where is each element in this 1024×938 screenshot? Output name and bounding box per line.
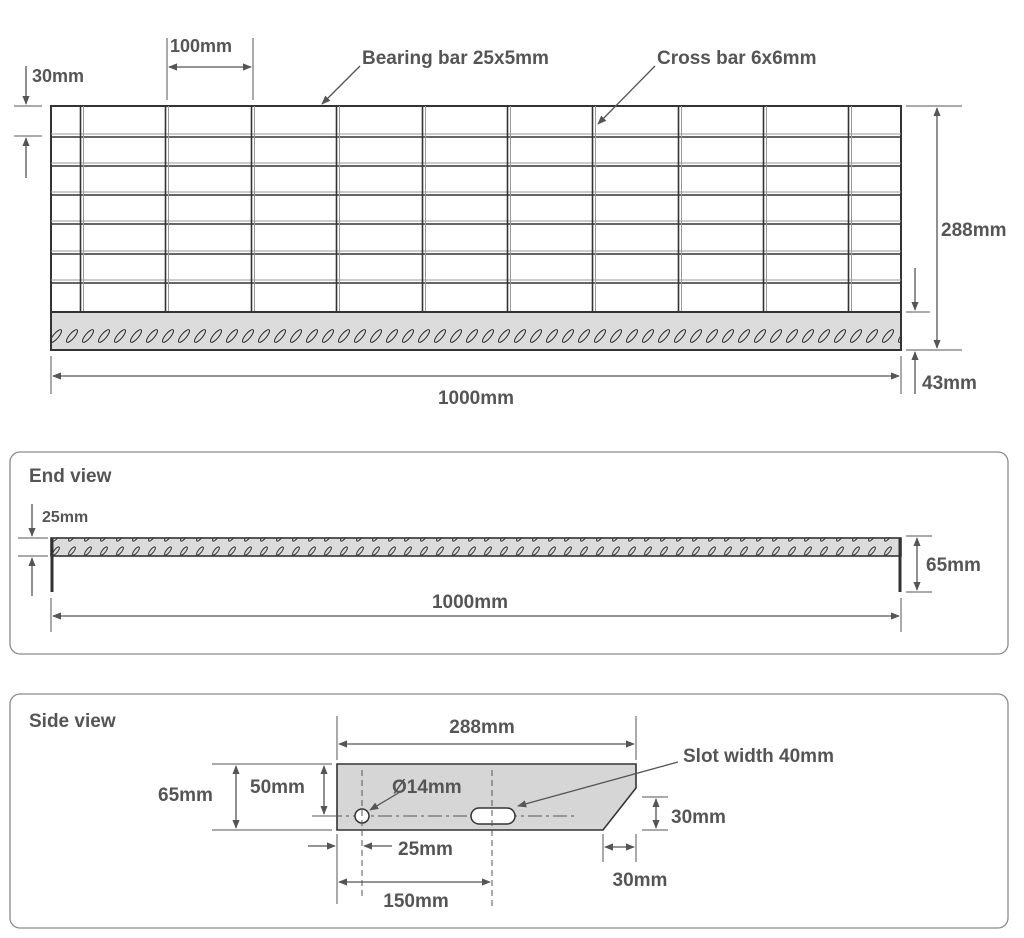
top-view: 100mm Bearing bar 25x5mm Cross bar 6x6mm… <box>14 36 1007 409</box>
dim-slot-offset: 150mm <box>383 891 449 912</box>
nosing-checker-plate <box>50 311 902 351</box>
dim-tread-depth: 288mm <box>941 220 1007 241</box>
dim-hole-height: 50mm <box>250 777 305 798</box>
dim-tread-width: 1000mm <box>438 388 514 409</box>
end-view-checker-plate <box>50 537 902 557</box>
dim-bar-spacing: 100mm <box>170 36 232 56</box>
dim-hole-offset: 25mm <box>398 839 453 860</box>
slot-40mm <box>470 807 516 825</box>
cross-bar-label: Cross bar 6x6mm <box>657 48 816 69</box>
dim-side-length: 288mm <box>449 717 515 738</box>
dim-chamfer-width: 30mm <box>613 870 668 891</box>
slot-width-label: Slot width 40mm <box>683 746 834 767</box>
side-view-title: Side view <box>29 711 116 732</box>
grating-frame <box>50 105 902 313</box>
grating-grid <box>50 105 902 313</box>
dim-nosing-depth: 43mm <box>922 373 977 394</box>
hole-diameter-label: Ø14mm <box>392 777 462 798</box>
side-plate <box>336 763 637 831</box>
end-view: End view 25mm 65mm 1000mm <box>9 451 1009 655</box>
dim-end-height: 65mm <box>926 555 981 576</box>
dim-bar-pitch: 30mm <box>32 66 84 86</box>
end-view-title: End view <box>29 466 112 487</box>
dim-end-width: 1000mm <box>432 592 508 613</box>
side-view: Side view 288mm Slot width 40mm 65mm 50m… <box>9 693 1009 929</box>
dim-side-height: 65mm <box>158 785 213 806</box>
bearing-bar-label: Bearing bar 25x5mm <box>362 48 549 69</box>
dim-plate-thickness: 25mm <box>42 509 88 526</box>
dim-chamfer-height: 30mm <box>671 807 726 828</box>
